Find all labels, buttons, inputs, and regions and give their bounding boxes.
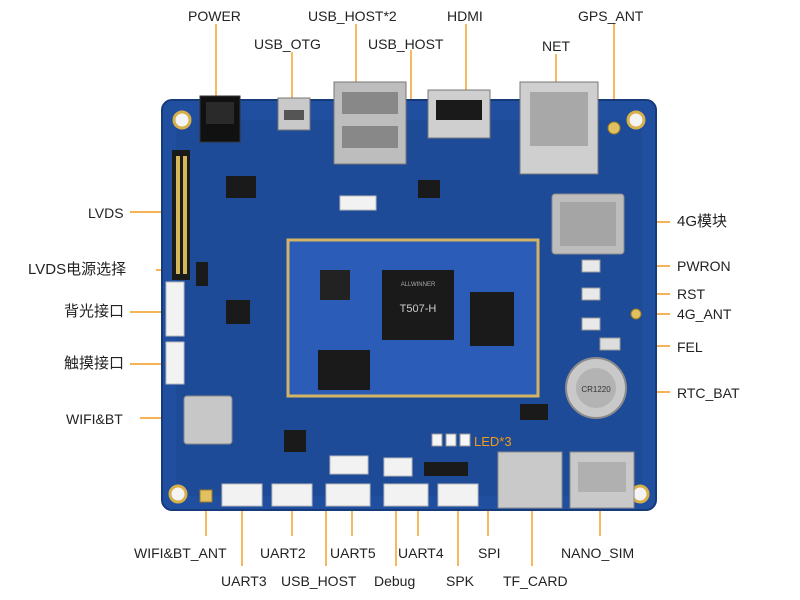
label-usb-otg: USB_OTG xyxy=(254,36,321,52)
touch-connector xyxy=(165,341,185,385)
emmc-chip xyxy=(320,270,350,300)
spi-header xyxy=(424,462,468,476)
backlight-connector xyxy=(165,281,185,337)
label-spi: SPI xyxy=(478,545,501,561)
label-spk: SPK xyxy=(446,573,475,589)
label-net: NET xyxy=(542,38,570,54)
led-indicators xyxy=(431,433,471,447)
label-lvds-power-select: LVDS电源选择 xyxy=(28,261,127,278)
label-debug: Debug xyxy=(374,573,416,589)
tf-card-slot xyxy=(497,451,563,509)
label-uart3: UART3 xyxy=(221,573,267,589)
label-uart2: UART2 xyxy=(260,545,306,561)
label-nano-sim: NANO_SIM xyxy=(561,545,635,561)
soc-chip xyxy=(382,270,454,340)
dram-chip-2 xyxy=(318,350,370,390)
label-pwron: PWRON xyxy=(677,258,731,274)
label-fel: FEL xyxy=(677,339,703,355)
dram-chip-1 xyxy=(470,292,514,346)
rtc-battery-text: CR1220 xyxy=(581,385,611,394)
label-usb-host-bottom: USB_HOST xyxy=(281,573,357,589)
label-hdmi: HDMI xyxy=(447,8,483,24)
rst-button xyxy=(581,287,601,301)
label-lvds: LVDS xyxy=(88,205,124,221)
label-usb-host-x2: USB_HOST*2 xyxy=(308,8,397,24)
label-wifi-bt: WIFI&BT xyxy=(66,411,123,427)
label-gps-ant: GPS_ANT xyxy=(578,8,644,24)
label-4g-module: 4G模块 xyxy=(677,213,728,230)
soc-chip-text: T507-H xyxy=(400,303,437,315)
debug-connector xyxy=(383,457,413,477)
label-uart5: UART5 xyxy=(330,545,376,561)
label-rtc-bat: RTC_BAT xyxy=(677,385,740,401)
label-tf-card: TF_CARD xyxy=(503,573,568,589)
label-usb-host-top: USB_HOST xyxy=(368,36,444,52)
label-rst: RST xyxy=(677,286,705,302)
mounting-holes xyxy=(168,110,650,504)
label-wifi-bt-ant: WIFI&BT_ANT xyxy=(134,545,227,561)
label-uart4: UART4 xyxy=(398,545,444,561)
fel-button xyxy=(581,317,601,331)
label-4g-ant: 4G_ANT xyxy=(677,306,732,322)
label-leds: LED*3 xyxy=(474,434,512,449)
wifi-bt-antenna-connector xyxy=(199,489,213,503)
label-backlight: 背光接口 xyxy=(64,303,125,320)
soc-brand-text: ALLWINNER xyxy=(401,282,436,288)
lvds-header xyxy=(172,150,190,280)
lvds-power-jumper xyxy=(196,262,208,286)
4g-antenna-connector xyxy=(630,308,642,320)
gps-antenna-connector xyxy=(607,121,621,135)
pwron-button xyxy=(581,259,601,273)
label-power: POWER xyxy=(188,8,241,24)
label-touch: 触摸接口 xyxy=(64,355,125,372)
bottom-connectors xyxy=(221,455,479,507)
wifi-bt-module xyxy=(183,395,233,445)
